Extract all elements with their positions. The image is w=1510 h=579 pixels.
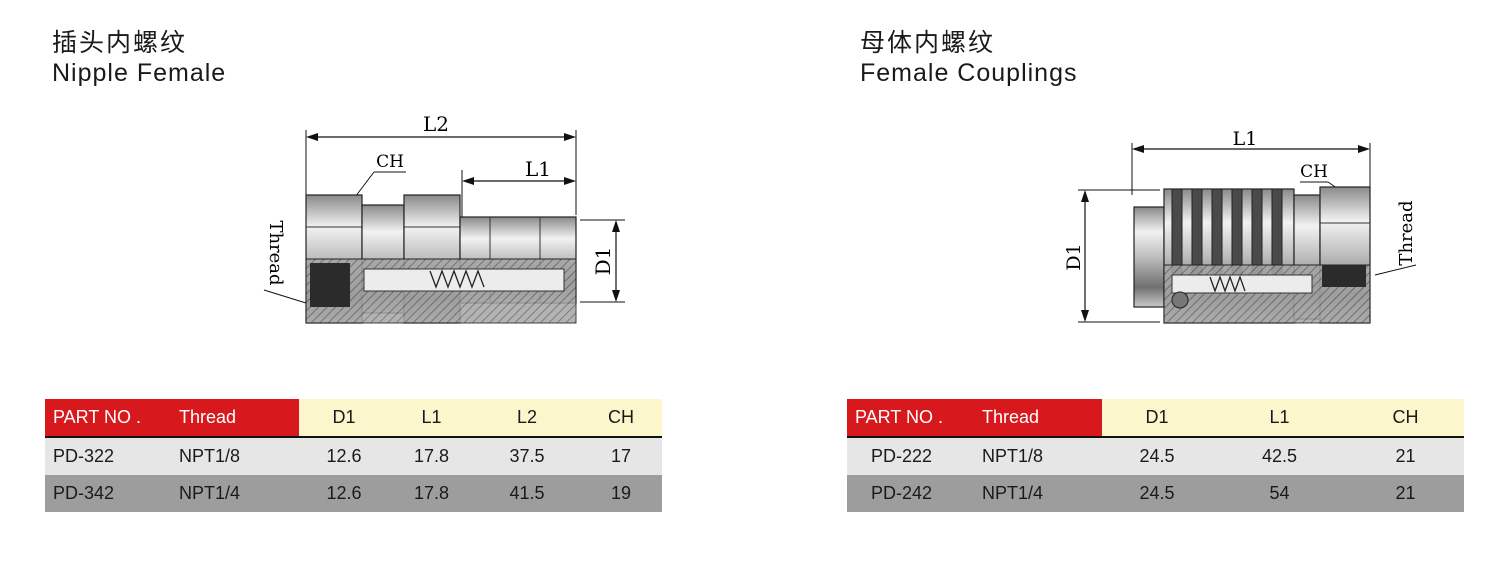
header-l1: L1 [389, 399, 474, 438]
header-ch: CH [580, 399, 662, 438]
cell-d1: 12.6 [299, 437, 389, 475]
title-chinese: 插头内螺纹 [52, 28, 188, 57]
title-english: Nipple Female [52, 59, 227, 87]
header-ch: CH [1347, 399, 1464, 438]
cell-ch: 19 [580, 475, 662, 512]
ch-label: CH [376, 152, 404, 172]
nipple-female-spec-table: PART NO . Thread D1 L1 L2 CH PD-322 NPT1… [45, 399, 662, 512]
table-row: PD-322 NPT1/8 12.6 17.8 37.5 17 [45, 437, 662, 475]
d1-dimension: D1 [1063, 189, 1160, 323]
cell-l1: 17.8 [389, 475, 474, 512]
cell-part-no: PD-242 [847, 475, 974, 512]
header-thread: Thread [974, 399, 1102, 438]
cell-ch: 21 [1347, 437, 1464, 475]
ch-label: CH [1300, 162, 1328, 182]
header-part-no: PART NO . [847, 399, 974, 438]
female-coupling-drawing: L1 CH D1 Thread [1063, 128, 1417, 324]
cell-d1: 12.6 [299, 475, 389, 512]
header-l1: L1 [1212, 399, 1347, 438]
nipple-female-panel: 插头内螺纹 Nipple Female L2 [45, 28, 662, 512]
header-part-no: PART NO . [45, 399, 171, 438]
thread-label: Thread [1396, 200, 1417, 265]
cell-l1: 17.8 [389, 437, 474, 475]
table-row: PD-342 NPT1/4 12.6 17.8 41.5 19 [45, 475, 662, 512]
cell-part-no: PD-342 [45, 475, 171, 512]
cell-thread: NPT1/4 [171, 475, 299, 512]
l2-dimension: L2 [305, 112, 577, 215]
table-row: PD-242 NPT1/4 24.5 54 21 [847, 475, 1464, 512]
l1-label: L1 [525, 157, 551, 181]
cell-d1: 24.5 [1102, 475, 1212, 512]
cell-d1: 24.5 [1102, 437, 1212, 475]
cell-thread: NPT1/4 [974, 475, 1102, 512]
coupling-body [1133, 186, 1371, 324]
title-chinese: 母体内螺纹 [860, 28, 996, 57]
header-d1: D1 [1102, 399, 1212, 438]
nipple-female-drawing: L2 L1 CH D1 Thread [263, 112, 625, 324]
header-l2: L2 [474, 399, 580, 438]
l1-dimension: L1 [461, 157, 576, 217]
female-couplings-panel: 母体内螺纹 Female Couplings L1 [755, 0, 1510, 579]
cell-l2: 41.5 [474, 475, 580, 512]
cell-thread: NPT1/8 [171, 437, 299, 475]
l1-label: L1 [1233, 128, 1258, 150]
thread-label: Thread [265, 220, 286, 285]
d1-label: D1 [591, 247, 615, 276]
female-couplings-spec-table: PART NO . Thread D1 L1 CH PD-222 NPT1/8 … [847, 399, 1464, 512]
cell-ch: 21 [1347, 475, 1464, 512]
title-english: Female Couplings [860, 59, 1078, 87]
table-row: PD-222 NPT1/8 24.5 42.5 21 [847, 437, 1464, 475]
l2-label: L2 [423, 112, 449, 136]
cell-l1: 42.5 [1212, 437, 1347, 475]
table-header-row: PART NO . Thread D1 L1 L2 CH [45, 399, 662, 438]
thread-callout: Thread [1374, 200, 1417, 276]
cell-l1: 54 [1212, 475, 1347, 512]
header-d1: D1 [299, 399, 389, 438]
l1-dimension: L1 [1131, 128, 1371, 195]
d1-dimension: D1 [580, 219, 625, 303]
cell-thread: NPT1/8 [974, 437, 1102, 475]
header-thread: Thread [171, 399, 299, 438]
cell-ch: 17 [580, 437, 662, 475]
thread-callout: Thread [263, 220, 307, 304]
d1-label: D1 [1063, 243, 1085, 270]
table-header-row: PART NO . Thread D1 L1 CH [847, 399, 1464, 438]
cell-part-no: PD-322 [45, 437, 171, 475]
nipple-body [305, 194, 577, 324]
cell-part-no: PD-222 [847, 437, 974, 475]
cell-l2: 37.5 [474, 437, 580, 475]
